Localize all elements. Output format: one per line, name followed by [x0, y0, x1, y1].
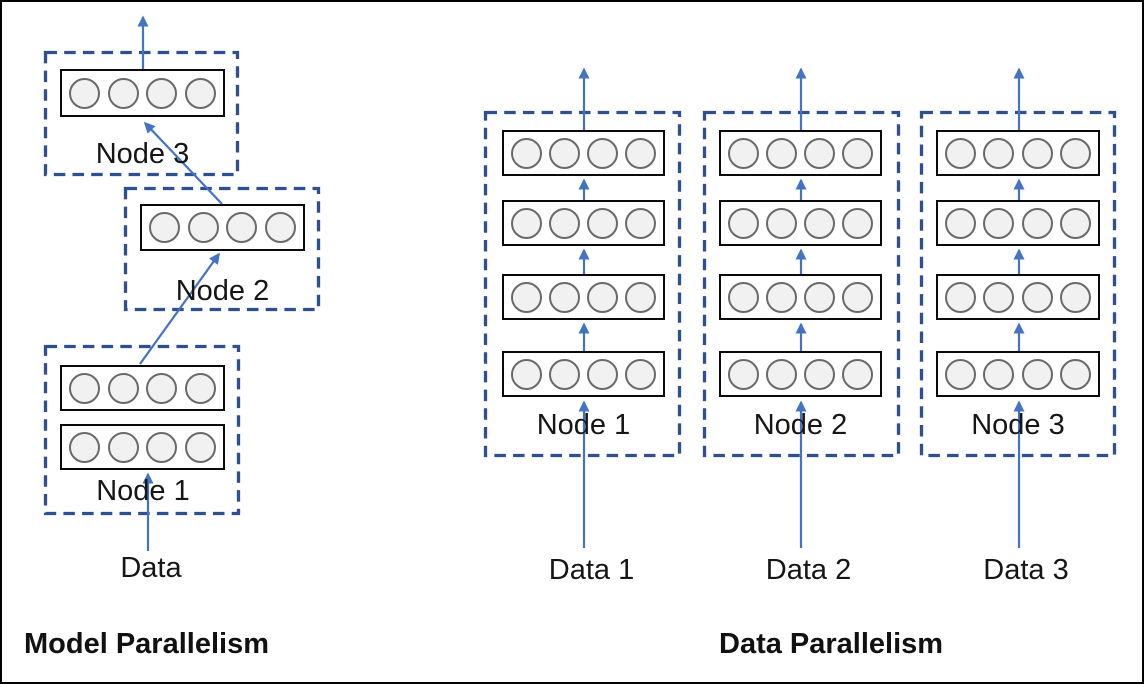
neuron-circle — [69, 77, 101, 109]
model-node1-label: Node 1 — [96, 475, 190, 507]
neuron-circle — [587, 281, 618, 313]
neuron-circle — [69, 372, 101, 404]
neuron-circle — [625, 281, 656, 313]
model-node2-layer — [140, 204, 305, 251]
neuron-circle — [587, 207, 618, 239]
neuron-circle — [728, 281, 759, 313]
data-node2-layer2 — [719, 274, 882, 320]
neuron-circle — [549, 137, 580, 169]
neuron-circle — [842, 281, 873, 313]
neuron-circle — [766, 281, 797, 313]
data-node3-label: Node 3 — [971, 409, 1065, 441]
neuron-circle — [184, 431, 216, 463]
neuron-circle — [1021, 281, 1053, 313]
neuron-circle — [625, 358, 656, 390]
neuron-circle — [511, 358, 542, 390]
neuron-circle — [842, 137, 873, 169]
data-node2-layer1 — [719, 351, 882, 397]
data-node3-layer1 — [936, 351, 1100, 397]
neuron-circle — [107, 431, 139, 463]
neuron-circle — [107, 77, 139, 109]
neuron-circle — [146, 77, 178, 109]
neuron-circle — [264, 212, 296, 243]
data1-label: Data 1 — [548, 554, 635, 586]
neuron-circle — [766, 207, 797, 239]
neuron-circle — [945, 281, 977, 313]
neuron-circle — [226, 212, 258, 243]
model-node1-layer-top — [60, 365, 225, 411]
model-node2-label: Node 2 — [175, 275, 270, 307]
neuron-circle — [511, 281, 542, 313]
data2-label: Data 2 — [765, 554, 852, 586]
neuron-circle — [766, 358, 797, 390]
data-node1-layer3 — [502, 200, 665, 246]
data-node1-layer2 — [502, 274, 665, 320]
neuron-circle — [804, 358, 835, 390]
neuron-circle — [1059, 207, 1091, 239]
data-node1-label: Node 1 — [536, 409, 631, 441]
neuron-circle — [587, 358, 618, 390]
neuron-circle — [146, 431, 178, 463]
neuron-circle — [983, 358, 1015, 390]
neuron-circle — [1021, 358, 1053, 390]
neuron-circle — [107, 372, 139, 404]
data-node3-layer3 — [936, 200, 1100, 246]
model-data-label: Data — [120, 552, 182, 584]
neuron-circle — [804, 207, 835, 239]
neuron-circle — [149, 212, 181, 243]
neuron-circle — [1021, 207, 1053, 239]
neuron-circle — [842, 207, 873, 239]
neuron-circle — [945, 137, 977, 169]
neuron-circle — [625, 137, 656, 169]
neuron-circle — [511, 137, 542, 169]
neuron-circle — [945, 207, 977, 239]
neuron-circle — [842, 358, 873, 390]
neuron-circle — [804, 281, 835, 313]
neuron-circle — [983, 137, 1015, 169]
neuron-circle — [184, 77, 216, 109]
data-node1-layer4 — [502, 130, 665, 176]
neuron-circle — [69, 431, 101, 463]
neuron-circle — [625, 207, 656, 239]
model-parallelism-title: Model Parallelism — [24, 628, 269, 660]
neuron-circle — [549, 281, 580, 313]
neuron-circle — [945, 358, 977, 390]
data-node2-label: Node 2 — [753, 409, 848, 441]
neuron-circle — [1059, 137, 1091, 169]
neuron-circle — [804, 137, 835, 169]
neuron-circle — [146, 372, 178, 404]
neuron-circle — [728, 137, 759, 169]
neuron-circle — [728, 207, 759, 239]
neuron-circle — [1021, 137, 1053, 169]
model-node3-label: Node 3 — [95, 138, 190, 170]
data-node3-layer2 — [936, 274, 1100, 320]
neuron-circle — [184, 372, 216, 404]
neuron-circle — [511, 207, 542, 239]
neuron-circle — [587, 137, 618, 169]
neuron-circle — [187, 212, 219, 243]
data-parallelism-title: Data Parallelism — [719, 628, 944, 660]
data3-label: Data 3 — [983, 554, 1069, 586]
model-node3-layer — [60, 69, 225, 117]
data-node2-layer3 — [719, 200, 882, 246]
data-node3-layer4 — [936, 130, 1100, 176]
neuron-circle — [766, 137, 797, 169]
neuron-circle — [549, 358, 580, 390]
model-node1-layer-bottom — [60, 424, 225, 470]
data-node2-layer4 — [719, 130, 882, 176]
neuron-circle — [983, 207, 1015, 239]
neuron-circle — [549, 207, 580, 239]
neuron-circle — [728, 358, 759, 390]
neuron-circle — [1059, 358, 1091, 390]
neuron-circle — [1059, 281, 1091, 313]
data-node1-layer1 — [502, 351, 665, 397]
neuron-circle — [983, 281, 1015, 313]
